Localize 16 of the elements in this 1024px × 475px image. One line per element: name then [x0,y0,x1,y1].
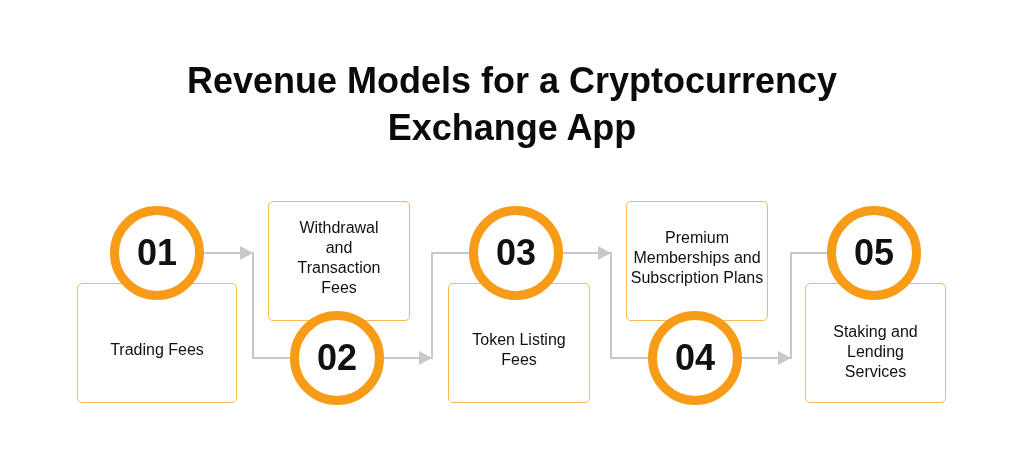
step-label: Staking and Lending Services [832,322,919,382]
title: Revenue Models for a Cryptocurrency Exchange App [185,59,839,150]
step-card [268,201,410,321]
step-label: Token Listing Fees [471,330,567,370]
step-card [805,283,946,403]
step-number: 02 [316,340,357,376]
step-label: Trading Fees [110,340,204,360]
step-number: 01 [136,235,177,271]
step-number: 05 [853,235,894,271]
step-number: 03 [495,235,536,271]
step-card [448,283,590,403]
step-label: Premium Memberships and Subscription Plans [630,228,764,288]
step-label: Withdrawal and Transaction Fees [296,218,382,298]
step-card [77,283,237,403]
step-card [626,201,768,321]
step-number: 04 [674,340,715,376]
